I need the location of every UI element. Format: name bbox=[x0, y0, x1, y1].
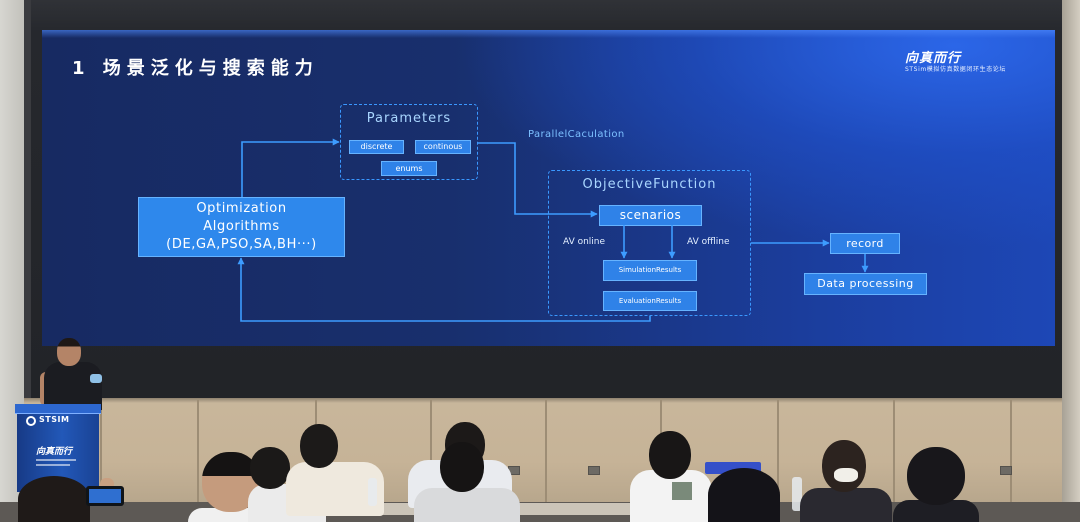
optimization-line-2: Algorithms bbox=[203, 219, 280, 234]
parallel-calculation-label: ParallelCaculation bbox=[528, 129, 625, 140]
speaker-head bbox=[57, 338, 81, 366]
speaker-wristband bbox=[90, 374, 102, 383]
audience-9-head bbox=[822, 440, 866, 492]
audience-6-head bbox=[440, 442, 484, 492]
simulation-results-node: SimulationResults bbox=[603, 260, 697, 281]
data-processing-node: Data processing bbox=[804, 273, 927, 295]
presentation-slide: 1 场景泛化与搜索能力 向真而行 STSim模拟仿真数据闭环生态论坛 Param… bbox=[42, 30, 1055, 346]
slide-title: 1 场景泛化与搜索能力 bbox=[72, 58, 319, 79]
wall-seam bbox=[893, 400, 895, 502]
optimization-algorithms-node: Optimization Algorithms (DE,GA,PSO,SA,BH… bbox=[138, 197, 345, 257]
param-discrete: discrete bbox=[349, 140, 404, 154]
av-online-label: AV online bbox=[563, 237, 606, 247]
podium-slogan: 向真而行 bbox=[36, 447, 73, 457]
optimization-line-1: Optimization bbox=[196, 201, 287, 216]
right-pillar bbox=[1062, 0, 1080, 522]
hair-clip bbox=[834, 468, 858, 482]
water-bottle-icon bbox=[368, 478, 377, 506]
audience-1-head bbox=[18, 476, 90, 522]
audience-10-body bbox=[893, 500, 979, 522]
wall-seam bbox=[777, 400, 779, 502]
stsim-logo-icon bbox=[26, 416, 36, 426]
audience-10-head bbox=[907, 447, 965, 505]
audience-4-shirt bbox=[286, 462, 384, 516]
left-wall-gap bbox=[24, 0, 31, 399]
event-logo-forum-name: STSim模拟仿真数据闭环生态论坛 bbox=[905, 66, 1006, 73]
speaker-body bbox=[44, 362, 102, 410]
power-outlet-icon bbox=[588, 466, 600, 475]
water-bottle-icon bbox=[792, 477, 802, 511]
audience-3-head bbox=[250, 447, 290, 489]
phone-screen bbox=[89, 489, 121, 503]
podium-text-line bbox=[36, 464, 70, 466]
objective-function-group: ObjectiveFunction scenarios AV online AV… bbox=[548, 170, 751, 316]
av-offline-label: AV offline bbox=[687, 237, 730, 247]
shirt-print bbox=[672, 482, 692, 500]
record-node: record bbox=[830, 233, 900, 254]
audience-7-head bbox=[649, 431, 691, 479]
evaluation-results-node: EvaluationResults bbox=[603, 291, 697, 311]
wood-panel-wall bbox=[24, 398, 1062, 504]
param-enums: enums bbox=[381, 161, 437, 176]
objective-function-title: ObjectiveFunction bbox=[582, 177, 717, 192]
optimization-line-3: (DE,GA,PSO,SA,BH···) bbox=[166, 237, 317, 252]
audience-6-shirt bbox=[414, 488, 520, 522]
parameters-group: Parameters discrete continous enums bbox=[340, 104, 478, 180]
wall-seam bbox=[1010, 400, 1012, 502]
power-outlet-icon bbox=[1000, 466, 1012, 475]
event-logo-slogan: 向真而行 bbox=[905, 51, 962, 66]
wall-seam bbox=[430, 400, 432, 502]
audience-4-head bbox=[300, 424, 338, 468]
podium-text-line bbox=[36, 459, 76, 461]
podium-logo-text: STSIM bbox=[39, 415, 70, 424]
parameters-title: Parameters bbox=[366, 111, 452, 126]
audience-9-body bbox=[800, 488, 892, 522]
wall-seam bbox=[197, 400, 199, 502]
podium-top bbox=[15, 404, 101, 414]
scenarios-node: scenarios bbox=[599, 205, 702, 226]
audience-8-head bbox=[708, 468, 780, 522]
edge-optimization-to-parameters bbox=[241, 138, 340, 197]
param-continuous: continous bbox=[415, 140, 471, 154]
wall-seam bbox=[545, 400, 547, 502]
wall-seam bbox=[100, 400, 102, 502]
